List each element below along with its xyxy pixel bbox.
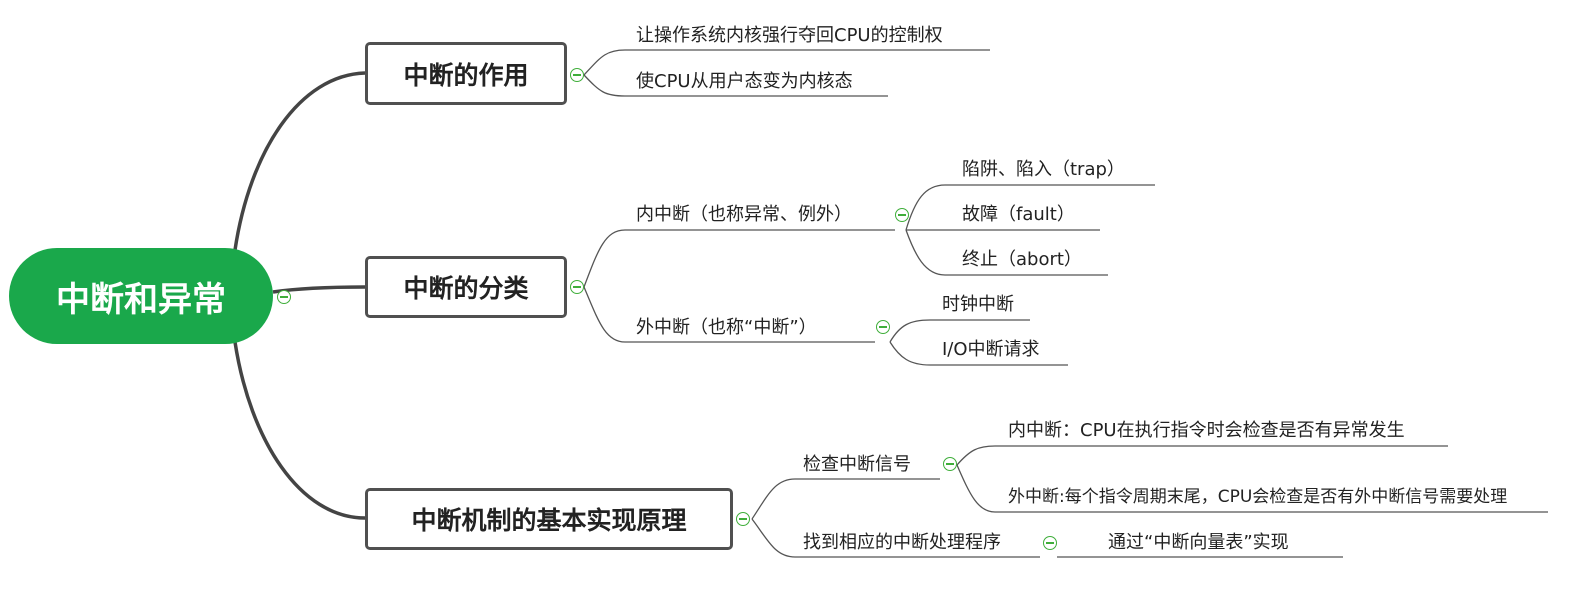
leaf-reclaim-cpu[interactable]: 让操作系统内核强行夺回CPU的控制权 — [636, 25, 943, 46]
root-topic[interactable]: 中断和异常 — [9, 248, 273, 344]
link-external-io — [889, 341, 1068, 366]
leaf-interrupt-vector-table[interactable]: 通过“中断向量表”实现 — [1108, 532, 1289, 553]
section-interrupt-mechanism[interactable]: 中断机制的基本实现原理 — [365, 488, 733, 550]
link-internal-trap — [905, 184, 1155, 231]
link-s2-item-2 — [583, 286, 875, 343]
link-s3-item-2 — [751, 518, 1040, 558]
node-external-interrupt[interactable]: 外中断（也称“中断”） — [636, 317, 817, 338]
link-check-internal — [956, 445, 1448, 466]
find-handler-collapse-icon[interactable] — [1043, 536, 1057, 550]
link-root-to-section-3 — [233, 341, 366, 520]
node-find-handler[interactable]: 找到相应的中断处理程序 — [803, 532, 1001, 553]
link-root-to-section-1 — [233, 71, 366, 251]
internal-interrupt-collapse-icon[interactable] — [895, 208, 909, 222]
leaf-check-external[interactable]: 外中断:每个指令周期末尾，CPU会检查是否有外中断信号需要处理 — [1008, 487, 1508, 507]
section-1-collapse-icon[interactable] — [570, 68, 584, 82]
link-internal-abort — [905, 229, 1108, 276]
leaf-trap[interactable]: 陷阱、陷入（trap） — [962, 159, 1125, 180]
leaf-user-to-kernel[interactable]: 使CPU从用户态变为内核态 — [636, 71, 853, 92]
leaf-abort[interactable]: 终止（abort） — [962, 249, 1082, 270]
node-check-interrupt-signal[interactable]: 检查中断信号 — [803, 454, 911, 475]
external-interrupt-collapse-icon[interactable] — [876, 320, 890, 334]
link-external-clock — [889, 319, 1030, 343]
leaf-clock-interrupt[interactable]: 时钟中断 — [942, 294, 1014, 315]
root-collapse-icon[interactable] — [277, 290, 291, 304]
leaf-check-internal[interactable]: 内中断：CPU在执行指令时会检查是否有异常发生 — [1008, 420, 1405, 441]
section-interrupt-function[interactable]: 中断的作用 — [365, 42, 567, 105]
link-s3-item-1 — [751, 478, 940, 520]
link-s1-item-1 — [583, 49, 990, 76]
leaf-fault[interactable]: 故障（fault） — [962, 204, 1075, 225]
section-interrupt-classification[interactable]: 中断的分类 — [365, 256, 567, 318]
link-check-external — [956, 464, 1548, 513]
section-3-collapse-icon[interactable] — [736, 512, 750, 526]
link-s1-item-2 — [583, 74, 888, 97]
link-s2-item-1 — [583, 229, 895, 288]
check-signal-collapse-icon[interactable] — [943, 457, 957, 471]
section-2-collapse-icon[interactable] — [570, 280, 584, 294]
leaf-io-interrupt-request[interactable]: I/O中断请求 — [942, 339, 1040, 360]
node-internal-interrupt[interactable]: 内中断（也称异常、例外） — [636, 204, 852, 225]
